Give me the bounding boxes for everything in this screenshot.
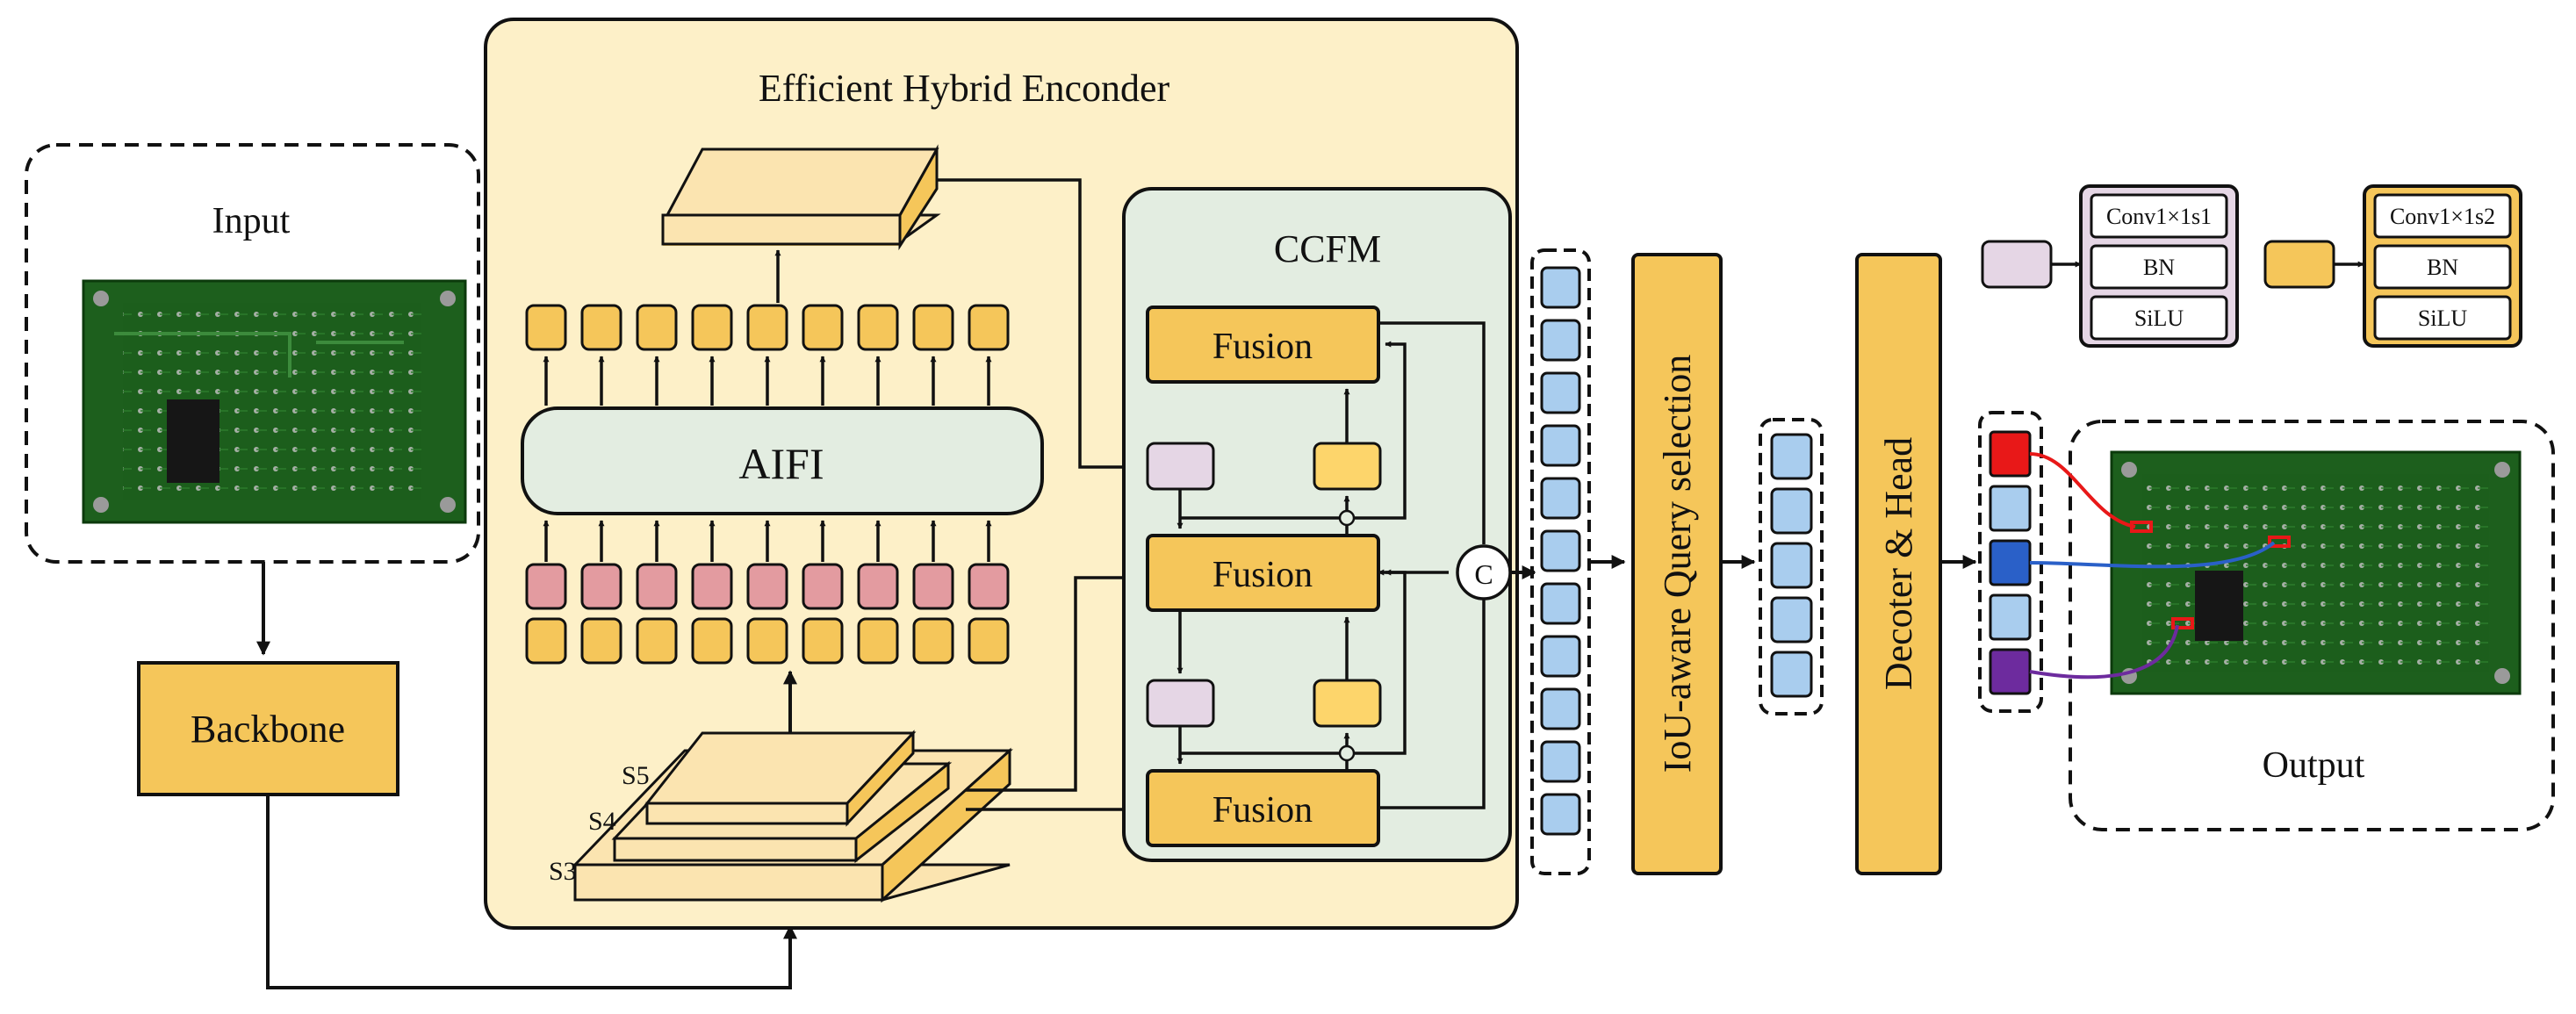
scale-label-s5: S5 xyxy=(622,761,650,790)
output-panel: Output xyxy=(2069,420,2555,831)
backbone-label: Backbone xyxy=(191,708,345,751)
encoder-output-column xyxy=(1530,248,1591,875)
input-panel: Input xyxy=(25,143,480,564)
concat-label: C xyxy=(1474,558,1493,590)
concat-node: C xyxy=(1456,544,1512,600)
ccfm-conv-s2-upper xyxy=(1313,442,1382,491)
ccfm-conv-s1-upper xyxy=(1146,442,1215,491)
aifi-block: AIFI xyxy=(521,406,1044,515)
legend-s1-conv: Conv1×1s1 xyxy=(2106,204,2212,229)
fusion-block-top: Fusion xyxy=(1146,306,1380,384)
aifi-output-tokens xyxy=(525,304,1010,351)
output-label: Output xyxy=(2263,745,2365,786)
fusion-block-bottom: Fusion xyxy=(1146,769,1380,847)
detection-link-red xyxy=(2029,452,2136,529)
multiscale-feature-stack: S3 S4 S5 xyxy=(549,730,1013,903)
encoder-title: Efficient Hybrid Enconder xyxy=(759,67,1170,110)
detection-link-blue xyxy=(2029,541,2276,569)
legend-s1-bn: BN xyxy=(2143,255,2175,280)
position-embedding-tokens xyxy=(525,563,1010,610)
decoder-head-block: Decoter & Head xyxy=(1855,253,1942,875)
ccfm-conv-s2-lower xyxy=(1313,679,1382,728)
prediction-column xyxy=(1978,411,2043,713)
aifi-up-arrows xyxy=(543,356,992,406)
legend-s2-act: SiLU xyxy=(2418,306,2468,331)
legend-s2-conv: Conv1×1s2 xyxy=(2390,204,2495,229)
legend-conv-s2: Conv1×1s2 BN SiLU xyxy=(2263,184,2522,348)
scale-label-s3: S3 xyxy=(549,857,577,886)
fusion-block-middle: Fusion xyxy=(1146,534,1380,612)
legend-conv-s1: Conv1×1s1 BN SiLU xyxy=(1981,184,2239,348)
output-pcb-image xyxy=(2110,450,2522,695)
ccfm-junction-upper xyxy=(1338,509,1356,527)
backbone-block: Backbone xyxy=(137,661,399,796)
selected-query-column xyxy=(1759,418,1824,716)
aifi-input-arrows xyxy=(543,520,992,562)
ccfm-panel: CCFM xyxy=(1122,187,1512,862)
prediction-box-red xyxy=(1989,430,2032,478)
ccfm-connectors xyxy=(1176,321,1486,809)
prediction-box-purple xyxy=(1989,648,2032,695)
ccfm-junction-lower xyxy=(1338,744,1356,762)
query-selection-label: IoU-aware Query selection xyxy=(1656,355,1699,773)
encoder-output-slab xyxy=(661,144,941,251)
ccfm-conv-s1-lower xyxy=(1146,679,1215,728)
detection-link-purple xyxy=(2029,624,2179,680)
decoder-head-label: Decoter & Head xyxy=(1877,437,1920,690)
input-label: Input xyxy=(212,201,291,241)
scale-label-s4: S4 xyxy=(588,807,616,836)
fusion-mid-label: Fusion xyxy=(1212,555,1313,595)
legend-s1-act: SiLU xyxy=(2134,306,2184,331)
fusion-top-label: Fusion xyxy=(1212,327,1313,367)
query-selection-block: IoU-aware Query selection xyxy=(1631,253,1723,875)
flattened-feature-tokens xyxy=(525,617,1010,665)
input-pcb-image xyxy=(82,279,467,524)
legend-s2-bn: BN xyxy=(2427,255,2458,280)
aifi-label: AIFI xyxy=(738,439,824,488)
fusion-bot-label: Fusion xyxy=(1212,790,1313,831)
ccfm-title: CCFM xyxy=(1274,227,1381,270)
prediction-box-blue xyxy=(1989,539,2032,586)
